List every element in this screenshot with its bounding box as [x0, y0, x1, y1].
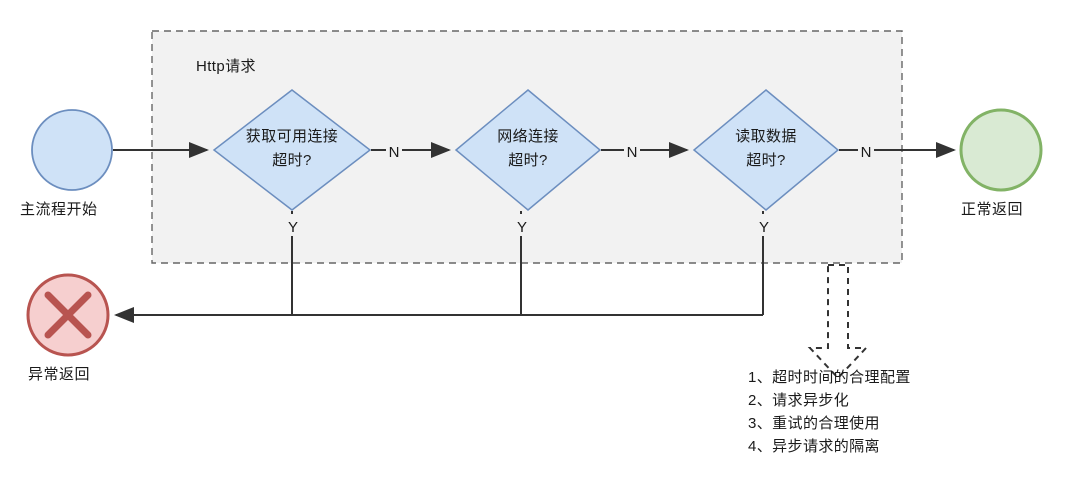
recommendation-item-1: 1、超时时间的合理配置 — [748, 369, 911, 386]
decision-node-1-line1: 获取可用连接 — [246, 128, 338, 145]
decision-node-3[interactable] — [692, 89, 840, 211]
recommendations-list: 1、超时时间的合理配置 2、请求异步化 3、重试的合理使用 4、异步请求的隔离 — [748, 366, 911, 458]
decision-node-3-line1: 读取数据 — [735, 128, 797, 145]
decision-node-1-line2: 超时? — [272, 152, 312, 169]
edge-label-no-2: N — [627, 144, 638, 161]
decision-node-2-line1: 网络连接 — [497, 128, 559, 145]
success-node-label: 正常返回 — [961, 201, 1024, 218]
edge-label-yes-2: Y — [517, 219, 527, 236]
success-node[interactable] — [959, 108, 1043, 192]
decision-node-1[interactable] — [212, 89, 372, 211]
http-request-group-label: Http请求 — [196, 58, 256, 75]
recommendation-item-3: 3、重试的合理使用 — [748, 415, 880, 432]
edge-label-yes-3: Y — [759, 219, 769, 236]
start-node[interactable] — [31, 109, 113, 191]
recommendation-item-2: 2、请求异步化 — [748, 392, 850, 409]
edge-label-yes-1: Y — [288, 219, 298, 236]
decision-node-2[interactable] — [454, 89, 602, 211]
decision-node-2-line2: 超时? — [508, 152, 548, 169]
start-node-label: 主流程开始 — [20, 201, 98, 218]
edge-label-no-1: N — [389, 144, 400, 161]
recommendation-item-4: 4、异步请求的隔离 — [748, 438, 880, 455]
edge-label-no-3: N — [861, 144, 872, 161]
error-node-label: 异常返回 — [28, 366, 91, 383]
dashed-callout-arrow — [807, 264, 869, 380]
decision-node-3-line2: 超时? — [746, 152, 786, 169]
error-x-icon — [44, 291, 92, 339]
